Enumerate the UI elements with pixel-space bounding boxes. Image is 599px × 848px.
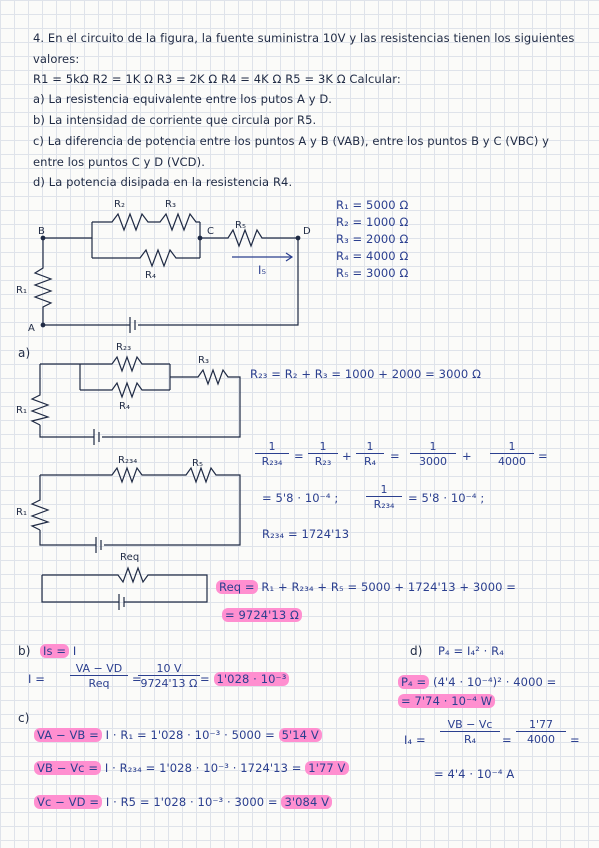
c2-label-r234: R₂₃₄ [118,455,138,466]
c2-label-r1: R₁ [16,507,28,518]
question-c-line-1: c) La diferencia de potencia entre los p… [33,134,550,148]
c3-label-req: Req [120,552,140,563]
value-r4: R₄ = 4000 Ω [336,249,409,263]
inverse-result-1: = 5'8 · 10⁻⁴ ; [262,491,339,505]
question-a: a) La resistencia equivalente entre los … [33,92,333,106]
main-circuit-diagram [33,212,301,333]
power-formula: P₄ = I₄² · R₄ [438,644,504,658]
value-r3: R₃ = 2000 Ω [336,232,409,246]
node-label-b: B [38,226,45,237]
equals-sign: = [132,672,142,686]
inverse-result-2: = 5'8 · 10⁻⁴ ; [408,491,485,505]
plus-sign: + [342,449,352,463]
problem-values: R1 = 5kΩ R2 = 1K Ω R3 = 2K Ω R4 = 4K Ω R… [33,72,401,86]
i4-result: = 4'4 · 10⁻⁴ A [434,767,515,781]
equals-sign: = [390,449,400,463]
equals-sign: = [502,733,512,747]
is-equals-line: Is = I [40,644,76,658]
r23-equation: R₂₃ = R₂ + R₃ = 1000 + 2000 = 3000 Ω [250,367,481,381]
value-r1: R₁ = 5000 Ω [336,198,409,212]
resistor-label-r3: R₃ [165,199,177,210]
vbc-line: VB − Vc = I · R₂₃₄ = 1'028 · 10⁻³ · 1724… [34,761,349,775]
circuit-step-3 [41,566,208,610]
problem-line-2: valores: [33,52,80,66]
node-label-c: C [207,226,215,237]
part-d-label: d) [410,644,423,658]
resistor-label-r1: R₁ [16,285,28,296]
req-equation-line: Req = R₁ + R₂₃₄ + R₅ = 5000 + 1724'13 + … [216,580,516,594]
r234-result: R₂₃₄ = 1724'13 [262,527,350,541]
vcd-line: Vc − VD = I · R5 = 1'028 · 10⁻³ · 3000 =… [34,795,333,809]
power-calc-line: P₄ = (4'4 · 10⁻⁴)² · 4000 = [398,675,556,689]
question-d: d) La potencia disipada en la resistenci… [33,175,293,189]
circuit-step-1 [30,355,241,445]
node-label-a: A [28,323,35,334]
req-highlight: Req = [216,580,258,594]
current-result: = 1'028 · 10⁻³ [200,672,290,686]
value-r2: R₂ = 1000 Ω [336,215,409,229]
resistor-label-r5: R₅ [235,220,247,231]
c1-label-r4: R₄ [119,401,131,412]
req-sum: R₁ + R₂₃₄ + R₅ = 5000 + 1724'13 + 3000 = [261,580,517,594]
resistor-label-r2: R₂ [114,199,126,210]
c1-label-r3: R₃ [198,355,210,366]
part-c-label: c) [18,711,30,725]
vab-line: VA − VB = I · R₁ = 1'028 · 10⁻³ · 5000 =… [34,728,322,742]
req-result: = 9724'13 Ω [222,608,302,622]
current-label-i5: I₅ [258,263,267,277]
c1-label-r23: R₂₃ [116,342,132,353]
equals-sign: = [570,733,580,747]
question-b: b) La intensidad de corriente que circul… [33,113,317,127]
i4-lhs: I₄ = [404,733,426,747]
node-label-d: D [303,226,311,237]
c1-label-r1: R₁ [16,405,28,416]
part-b-label: b) [18,644,31,658]
equals-sign: = [538,449,548,463]
power-result: = 7'74 · 10⁻⁴ W [398,694,496,708]
equals-sign: = [294,449,304,463]
value-r5: R₅ = 3000 Ω [336,266,409,280]
problem-line-1: 4. En el circuito de la figura, la fuent… [33,31,575,45]
c2-label-r5: R₅ [192,458,204,469]
part-a-label: a) [18,346,31,360]
plus-sign: + [462,449,472,463]
circuit-step-2 [30,466,241,553]
i-lhs: I = [28,672,45,686]
question-c-line-2: entre los puntos C y D (VCD). [33,155,205,169]
resistor-label-r4: R₄ [145,270,157,281]
